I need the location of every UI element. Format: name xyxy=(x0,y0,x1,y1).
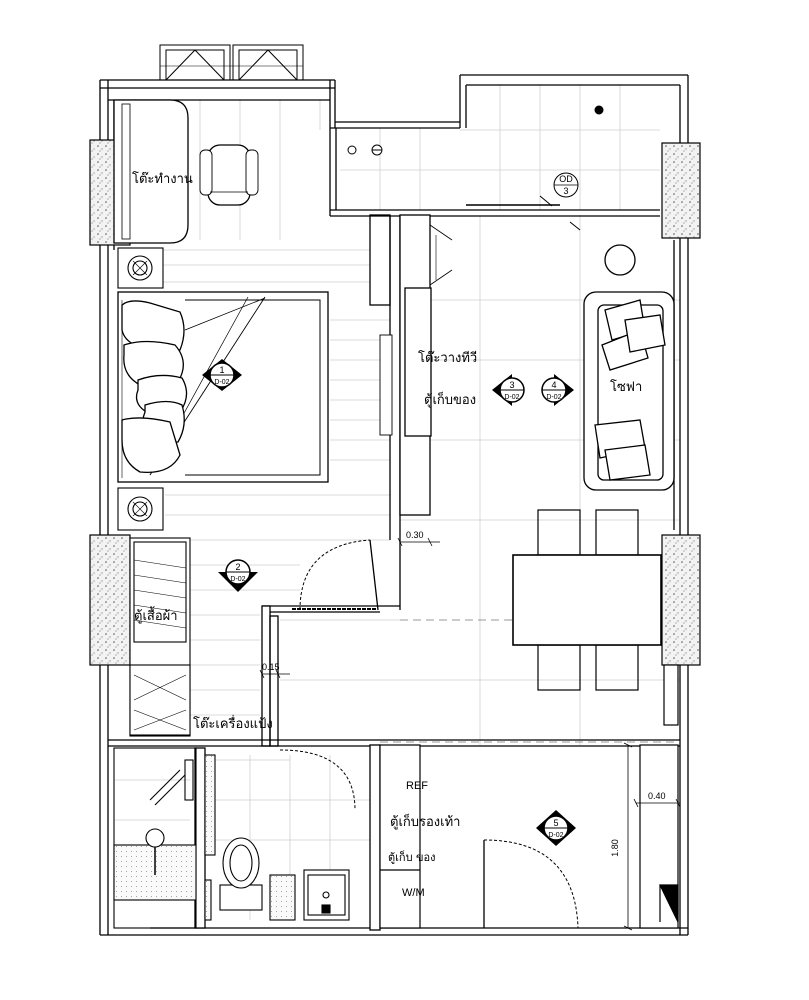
top-windows xyxy=(159,44,304,81)
bed xyxy=(117,291,329,483)
dim-040: 0.40 xyxy=(648,791,666,801)
label-ref: REF xyxy=(406,780,428,792)
section-marker-2: 2 D-02 xyxy=(218,559,258,592)
label-dresser: โต๊ะเครื่องแป้ง xyxy=(193,715,273,732)
dim-180: 1.80 xyxy=(610,839,620,857)
section-marker-3: 3 D-02 xyxy=(492,374,525,406)
section-marker-4: 4 D-02 xyxy=(541,374,574,406)
door-tag-od3: OD 3 xyxy=(553,172,579,198)
marker-1-num: 1 xyxy=(219,365,224,375)
doors xyxy=(279,195,581,929)
side-table xyxy=(604,244,636,276)
marker-5-num: 5 xyxy=(553,818,558,828)
marker-1-ref: D-02 xyxy=(214,379,229,386)
marker-4-ref: D-02 xyxy=(546,394,561,401)
marker-2-num: 2 xyxy=(235,562,240,572)
columns xyxy=(89,139,701,666)
dimension-lines xyxy=(259,537,681,931)
marker-3-num: 3 xyxy=(509,380,514,390)
sofa xyxy=(583,291,675,491)
dining-set xyxy=(512,509,662,691)
bathroom xyxy=(113,747,350,929)
bedside-tables xyxy=(117,247,164,531)
work-desk xyxy=(113,99,259,244)
label-work-desk: โต๊ะทำงาน xyxy=(132,171,193,187)
tv-storage-unit xyxy=(379,214,453,516)
dim-030: 0.30 xyxy=(406,530,424,540)
label-wardrobe: ตู้เสื้อผ้า xyxy=(134,606,178,624)
label-sofa: โซฟา xyxy=(610,379,642,395)
label-wm: W/M xyxy=(402,887,425,899)
kitchen-counter xyxy=(379,744,421,929)
label-storage-2: ตู้เก็บ ของ xyxy=(388,850,436,864)
section-marker-1: 1 D-02 xyxy=(202,359,242,391)
dim-015: 0.15 xyxy=(262,662,280,672)
floor-pattern xyxy=(115,85,680,920)
shoe-cabinet xyxy=(639,744,679,929)
door-tag-num: 3 xyxy=(563,186,568,196)
label-storage: ตู้เก็บของ xyxy=(424,390,476,408)
marker-3-ref: D-02 xyxy=(504,394,519,401)
wardrobe xyxy=(129,537,191,737)
overhead-lines xyxy=(380,619,680,743)
labels: โต๊ะทำงาน โต๊ะวางทีวี ตู้เก็บของ โซฟา ตู… xyxy=(132,171,666,899)
section-marker-5: 5 D-02 xyxy=(536,810,576,846)
label-shoe-cabinet: ตู้เก็บรองเท้า xyxy=(390,812,460,830)
label-tv-table: โต๊ะวางทีวี xyxy=(418,350,477,366)
wall-cabinet xyxy=(663,664,679,726)
marker-4-num: 4 xyxy=(551,380,556,390)
marker-2-ref: D-02 xyxy=(230,576,245,583)
door-tag-top: OD xyxy=(559,174,573,184)
marker-5-ref: D-02 xyxy=(548,832,563,839)
balcony-fixtures xyxy=(347,105,604,156)
